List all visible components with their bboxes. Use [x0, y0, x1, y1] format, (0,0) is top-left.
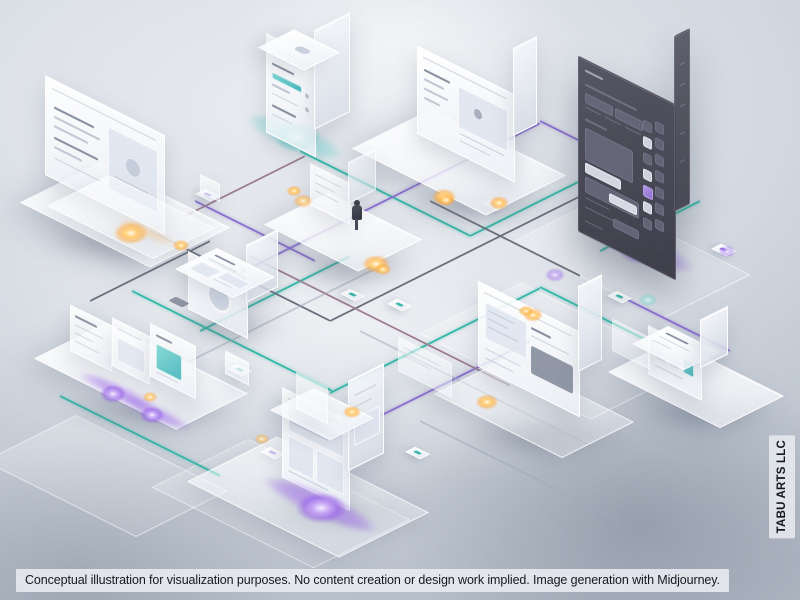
server-top-port: [293, 45, 312, 55]
dark-app-panel-side: [674, 27, 690, 213]
connector-node-9: [405, 446, 430, 460]
figure-head: [354, 200, 360, 206]
caption-bar: Conceptual illustration for visualizatio…: [16, 568, 729, 592]
connector-node-8: [711, 243, 736, 257]
standing-figure: [351, 200, 363, 232]
card-rack-accent-tile: [156, 343, 182, 382]
light-point-2: [284, 184, 304, 198]
dark-panel-active-tool: [643, 184, 653, 201]
monitor-screen-side: [578, 274, 602, 372]
figure-legs: [355, 219, 358, 230]
watermark-label: TABU ARTS LLC: [769, 434, 795, 538]
figure-body: [352, 205, 362, 220]
appliance-accessory: [168, 296, 190, 308]
misc-card-left: [225, 350, 249, 386]
connector-node-2: [340, 288, 365, 302]
workstation-screen-right: [348, 148, 376, 204]
browser-window-side: [513, 35, 537, 137]
server-side-face: [314, 12, 350, 130]
side-module-side: [700, 305, 728, 369]
connector-node-5: [387, 298, 412, 312]
